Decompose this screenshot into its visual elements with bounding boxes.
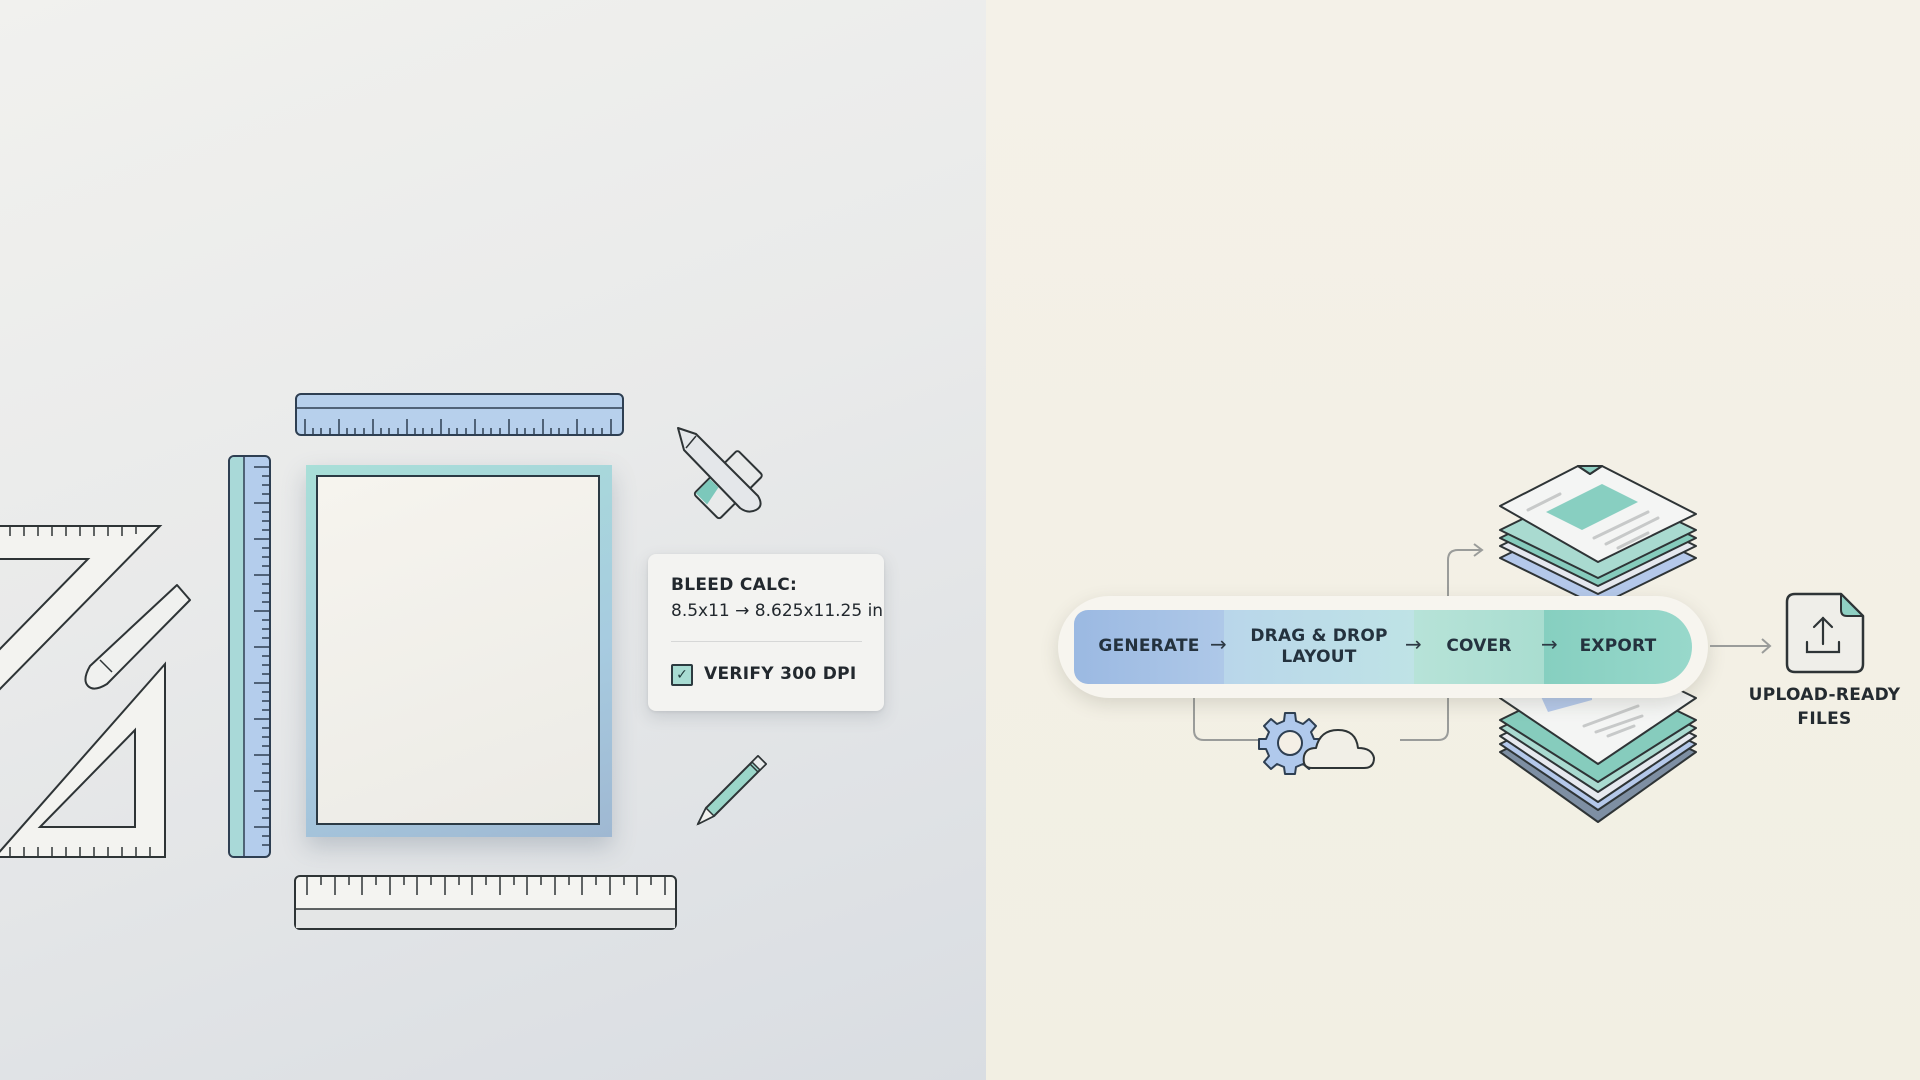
step-export[interactable]: EXPORT	[1544, 610, 1692, 684]
upload-ready-files-label: UPLOAD-READY FILES	[1748, 685, 1901, 729]
teal-pencil-icon	[696, 754, 768, 826]
verify-dpi-label: VERIFY 300 DPI	[704, 664, 857, 684]
arrow-right-icon: →	[1210, 632, 1227, 656]
document-stack-bottom	[1499, 649, 1697, 823]
ruler-vertical	[228, 455, 271, 858]
right-panel-workflow	[986, 0, 1920, 1080]
pencil-icon	[84, 584, 191, 690]
bleed-calc-title: BLEED CALC:	[671, 575, 798, 595]
step-generate[interactable]: GENERATE	[1074, 610, 1224, 684]
arrow-right-icon: →	[1405, 632, 1422, 656]
set-square-small	[0, 661, 166, 858]
ruler-top	[295, 393, 624, 436]
step-cover[interactable]: COVER	[1414, 610, 1544, 684]
bleed-calc-value: 8.5x11 → 8.625x11.25 in	[671, 601, 884, 621]
set-square-large	[0, 525, 163, 691]
loop-connector	[1193, 543, 1484, 741]
ruler-bottom	[294, 875, 677, 930]
bleed-calc-card: BLEED CALC: 8.5x11 → 8.625x11.25 in ✓ VE…	[648, 554, 884, 711]
page-trim	[316, 475, 600, 825]
document-stack-top	[1499, 465, 1697, 607]
gear-cloud-icon	[1258, 712, 1375, 775]
check-icon: ✓	[676, 667, 688, 683]
pencil-ruler-icon	[677, 427, 763, 520]
verify-dpi-checkbox[interactable]: ✓	[671, 664, 693, 686]
card-divider	[671, 641, 862, 642]
file-upload-icon[interactable]	[1785, 592, 1865, 674]
arrow-right-icon: →	[1541, 632, 1558, 656]
output-arrow-icon	[1710, 638, 1772, 654]
